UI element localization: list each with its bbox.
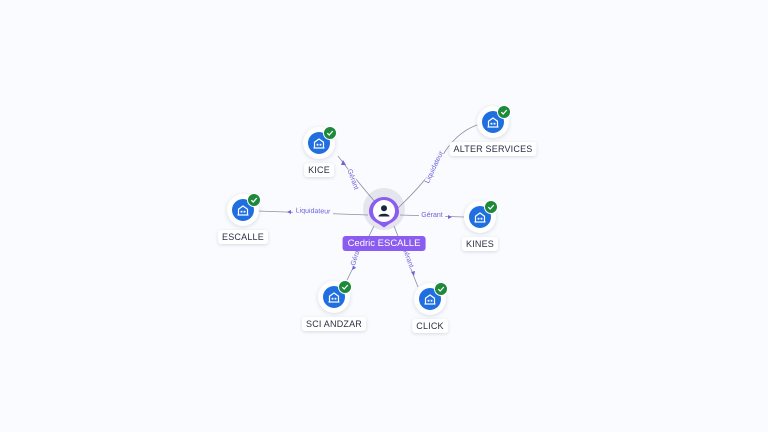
company-name-click[interactable]: CLICK bbox=[412, 319, 448, 333]
relation-label-escalle: Liquidateur bbox=[296, 207, 332, 215]
relation-label-kines: Gérant bbox=[421, 212, 442, 219]
company-node-click[interactable]: CLICK bbox=[412, 282, 448, 333]
arrow-kines bbox=[448, 215, 452, 219]
company-node-sci[interactable]: SCI ANDZAR bbox=[301, 280, 367, 331]
relation-label-kice: Gérant bbox=[345, 168, 359, 191]
building-icon bbox=[328, 292, 340, 303]
building-icon bbox=[424, 294, 436, 305]
company-node-alter[interactable]: ALTER SERVICES bbox=[449, 105, 537, 156]
building-icon bbox=[474, 212, 486, 223]
company-node-kice[interactable]: KICE bbox=[303, 126, 337, 177]
company-name-sci[interactable]: SCI ANDZAR bbox=[301, 317, 367, 331]
building-icon bbox=[487, 117, 499, 128]
company-name-alter[interactable]: ALTER SERVICES bbox=[449, 142, 537, 156]
check-icon bbox=[497, 105, 511, 119]
building-icon bbox=[313, 138, 325, 149]
company-node-kines[interactable]: KINES bbox=[461, 200, 499, 251]
building-icon bbox=[237, 205, 249, 216]
check-icon bbox=[434, 282, 448, 296]
edge-alter bbox=[397, 123, 481, 209]
relation-label-alter: Liquidateur bbox=[424, 150, 445, 185]
check-icon bbox=[247, 193, 261, 207]
arrow-escalle bbox=[287, 210, 291, 214]
company-name-escalle[interactable]: ESCALLE bbox=[218, 230, 268, 244]
arrow-sci bbox=[352, 265, 356, 270]
edge-kice bbox=[337, 155, 377, 204]
check-icon bbox=[323, 126, 337, 140]
company-node-escalle[interactable]: ESCALLE bbox=[218, 193, 268, 244]
arrow-kice bbox=[341, 160, 346, 165]
person-icon bbox=[369, 197, 399, 228]
person-name[interactable]: Cedric ESCALLE bbox=[342, 236, 426, 251]
person-node[interactable]: Cedric ESCALLE bbox=[342, 188, 426, 251]
check-icon bbox=[484, 200, 498, 214]
check-icon bbox=[338, 280, 352, 294]
company-name-kines[interactable]: KINES bbox=[461, 237, 499, 251]
arrow-click bbox=[411, 271, 415, 276]
company-name-kice[interactable]: KICE bbox=[304, 163, 334, 177]
